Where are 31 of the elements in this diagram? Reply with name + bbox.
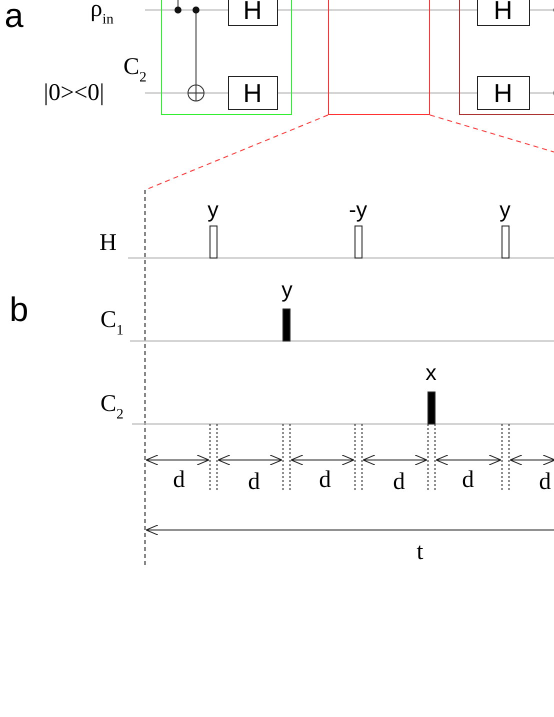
gate-label: H <box>494 80 512 106</box>
interval-label: d <box>539 470 551 494</box>
qubit-label: C$_{2}$ <box>123 55 147 85</box>
state-label: |0><0| <box>44 81 104 105</box>
gate-box <box>476 0 530 26</box>
channel-label: H <box>99 231 117 255</box>
pulse-phase: x <box>426 362 436 384</box>
panel-letter: a <box>4 0 24 33</box>
interval-label: t <box>416 540 424 564</box>
pulse-phase: y <box>282 279 292 301</box>
channel-label: C$_{2}$ <box>100 392 124 422</box>
gate-label: H <box>243 0 262 22</box>
stage-frame <box>459 0 554 115</box>
pulse-phase: -y <box>348 199 368 221</box>
interval-label: d <box>248 470 260 494</box>
gate-label: H <box>494 0 512 22</box>
interval-label: d <box>173 468 185 492</box>
stage-frame <box>161 0 292 115</box>
gate-label: H <box>243 80 262 106</box>
stage-frame <box>328 0 430 115</box>
gate-box <box>228 0 278 26</box>
pulse-phase: y <box>500 199 510 221</box>
panel-letter: b <box>10 293 28 327</box>
interval-label: d <box>462 468 474 492</box>
channel-label: C$_{1}$ <box>100 308 124 338</box>
qubit-label: ρ$_{in}$ <box>90 0 114 27</box>
gate-box <box>228 76 278 110</box>
interval-label: d <box>393 470 405 494</box>
pulse-phase: y <box>208 199 218 221</box>
interval-label: d <box>319 468 331 492</box>
gate-box <box>476 76 530 110</box>
